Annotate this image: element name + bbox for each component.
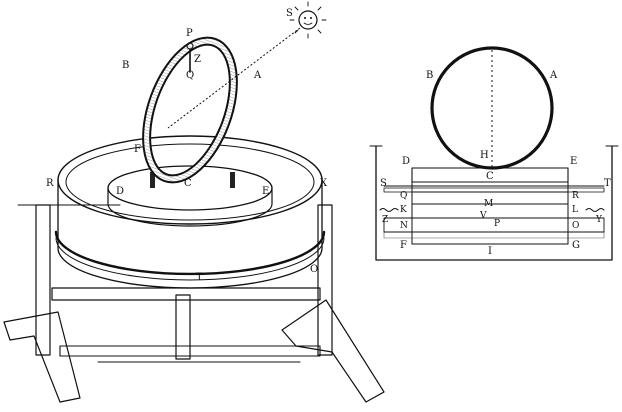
wooden-stand bbox=[3, 204, 385, 403]
floating-disc bbox=[107, 165, 273, 227]
label-R: R bbox=[572, 191, 579, 201]
ring bbox=[142, 36, 238, 184]
label-Q: Q bbox=[400, 191, 407, 201]
label-F: F bbox=[400, 240, 407, 251]
label-N: N bbox=[400, 221, 408, 231]
label-Z: Z bbox=[194, 54, 201, 65]
label-Q: Q bbox=[186, 70, 194, 81]
label-E: E bbox=[570, 156, 577, 167]
label-C: C bbox=[486, 171, 494, 182]
vessel-outline bbox=[375, 145, 613, 261]
label-K: K bbox=[400, 205, 407, 215]
label-M: M bbox=[484, 199, 493, 209]
label-D: D bbox=[116, 186, 124, 197]
right-cross-section: B A H D E C S T Q R K L M Z Y N O V P F … bbox=[369, 46, 619, 261]
label-F: F bbox=[134, 144, 141, 155]
label-X: X bbox=[320, 178, 328, 189]
left-apparatus: P Z Q S B A R X F D C E T O bbox=[3, 1, 385, 403]
label-O: O bbox=[572, 221, 579, 231]
label-O: O bbox=[310, 264, 318, 275]
label-Y: Y bbox=[595, 215, 603, 225]
label-H: H bbox=[480, 150, 489, 161]
label-B: B bbox=[426, 70, 433, 81]
label-A: A bbox=[253, 70, 262, 81]
label-P: P bbox=[186, 28, 193, 39]
label-E: E bbox=[262, 186, 269, 197]
label-T: T bbox=[604, 178, 611, 189]
label-L: L bbox=[572, 205, 578, 215]
tub bbox=[54, 135, 326, 289]
label-P: P bbox=[494, 219, 500, 229]
sun-icon bbox=[289, 1, 327, 39]
label-C: C bbox=[184, 178, 192, 189]
label-A: A bbox=[549, 70, 558, 81]
label-D: D bbox=[402, 156, 410, 167]
label-B: B bbox=[122, 60, 129, 71]
label-Z: Z bbox=[382, 215, 388, 225]
label-S: S bbox=[380, 178, 387, 189]
label-T: T bbox=[196, 272, 203, 283]
label-S: S bbox=[286, 8, 293, 19]
hook bbox=[186, 42, 194, 73]
label-I: I bbox=[488, 246, 492, 257]
label-R: R bbox=[46, 178, 54, 189]
label-G: G bbox=[572, 240, 580, 251]
label-V: V bbox=[479, 211, 487, 221]
